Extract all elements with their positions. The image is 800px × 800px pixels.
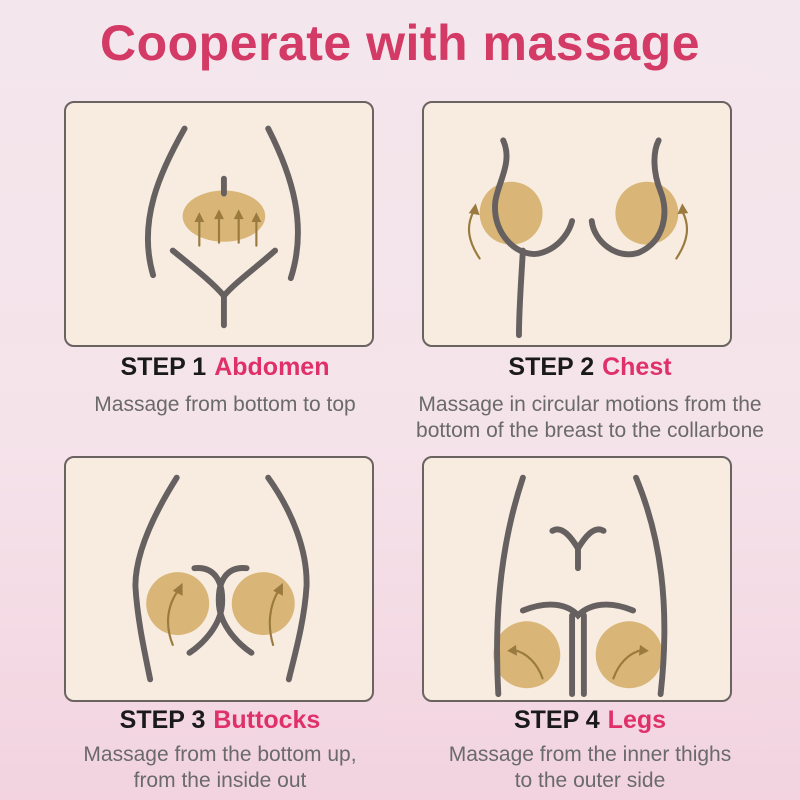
step-2-part: Chest xyxy=(602,353,672,381)
step-4-part: Legs xyxy=(607,706,667,734)
step-4-description: Massage from the inner thighs to the out… xyxy=(380,742,800,794)
step-2-number: STEP 2 xyxy=(508,353,595,381)
step-2-description-line: bottom of the breast to the collarbone xyxy=(416,419,764,442)
step-4-description-line: to the outer side xyxy=(514,769,666,792)
step-4-description-line: Massage from the inner thighs xyxy=(448,743,732,766)
step-2-description: Massage in circular motions from the bot… xyxy=(380,392,800,444)
chest-illustration-icon xyxy=(422,101,732,347)
step-3-description-line: from the inside out xyxy=(133,769,307,792)
step-3-part: Buttocks xyxy=(213,706,321,734)
abdomen-illustration-icon xyxy=(64,101,374,347)
step-1-description-line: Massage from bottom to top xyxy=(94,393,356,416)
legs-illustration-icon xyxy=(422,456,732,702)
step-2-description-line: Massage in circular motions from the xyxy=(418,393,762,416)
step-4-number: STEP 4 xyxy=(513,706,600,734)
step-1-description: Massage from bottom to top xyxy=(0,392,450,418)
step-1-number: STEP 1 xyxy=(120,353,207,381)
step-1-part: Abdomen xyxy=(214,353,330,381)
step-3-description: Massage from the bottom up, from the ins… xyxy=(0,742,440,794)
buttocks-illustration-icon xyxy=(64,456,374,702)
page-title: Cooperate with massage xyxy=(99,15,701,71)
step-3-description-line: Massage from the bottom up, xyxy=(83,743,357,766)
step-3-number: STEP 3 xyxy=(119,706,206,734)
